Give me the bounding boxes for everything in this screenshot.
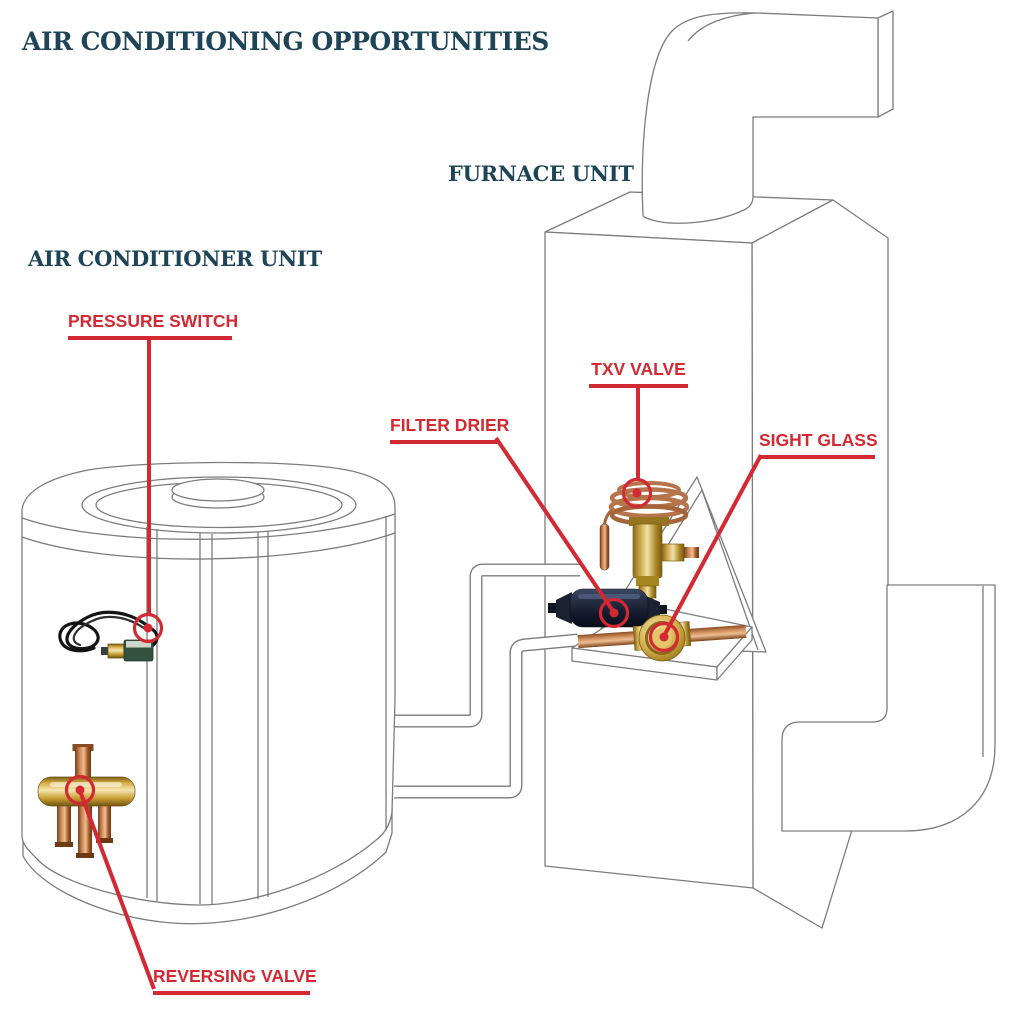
txv-valve-label: TXV VALVE — [589, 360, 688, 388]
sight-glass-label: SIGHT GLASS — [759, 431, 878, 459]
flue-pipe-drawing — [641, 10, 894, 224]
furnace-unit-label: FURNACE UNIT — [448, 161, 634, 186]
pressure-switch-label: PRESSURE SWITCH — [68, 312, 238, 340]
leader-pressure-switch — [132, 340, 164, 644]
reversing-valve-label: REVERSING VALVE — [153, 967, 317, 995]
leader-filter-drier — [494, 436, 630, 629]
reversing-valve-component — [37, 744, 136, 858]
filter-drier-label: FILTER DRIER — [390, 416, 509, 444]
refrigerant-pipes-drawing — [394, 563, 580, 799]
leader-reversing-valve — [64, 774, 156, 990]
annotation-overlay — [64, 340, 763, 990]
leader-txv-valve — [621, 384, 653, 509]
air-conditioner-unit-label: AIR CONDITIONER UNIT — [28, 246, 322, 271]
page-title: AIR CONDITIONING OPPORTUNITIES — [22, 27, 549, 56]
txv-valve-component — [599, 481, 699, 606]
leader-sight-glass — [648, 454, 763, 653]
return-duct-drawing — [781, 584, 996, 832]
